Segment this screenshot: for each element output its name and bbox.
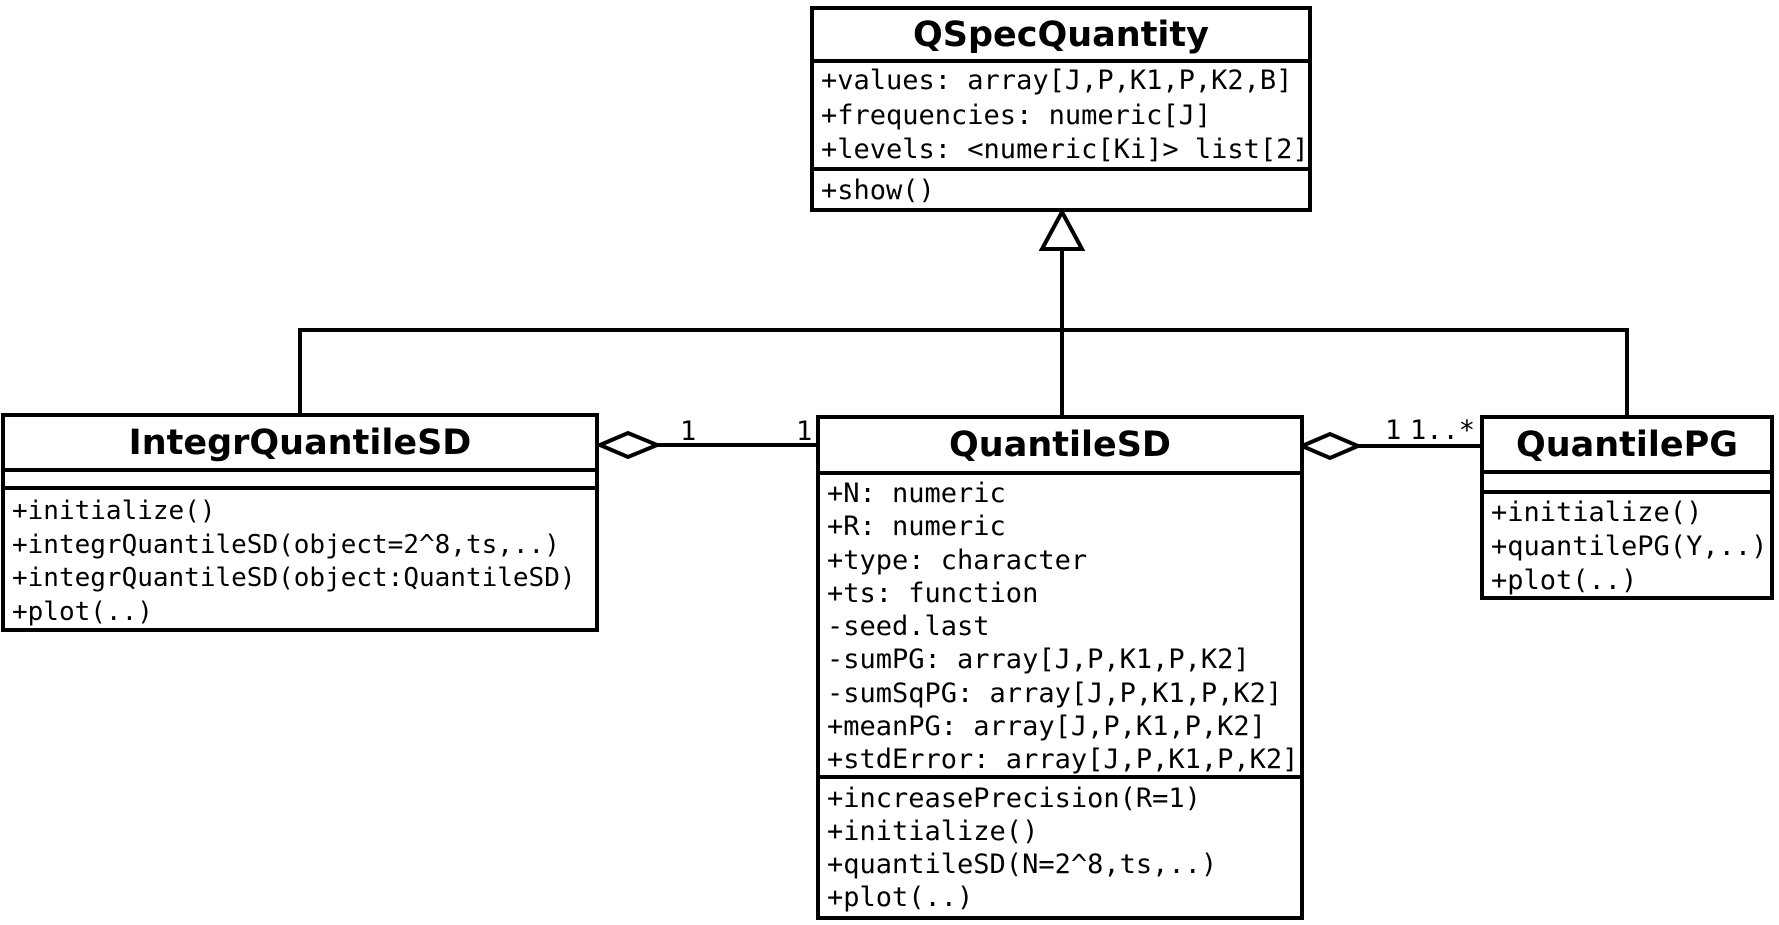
- member-row: +R: numeric: [827, 511, 1006, 543]
- member-row: +meanPG: array[J,P,K1,P,K2]: [827, 711, 1266, 743]
- member-row: +frequencies: numeric[J]: [821, 99, 1212, 131]
- methods-compartment-qspecquantity: +show(): [814, 167, 1308, 208]
- member-row: +values: array[J,P,K1,P,K2,B]: [821, 65, 1293, 96]
- member-row: +stdError: array[J,P,K1,P,K2]: [827, 744, 1299, 776]
- generalization-triangle-icon: [1038, 207, 1086, 251]
- multiplicity-label-left-part: 1: [796, 416, 813, 447]
- member-row: +integrQuantileSD(object:QuantileSD): [12, 563, 576, 593]
- class-box-quantilesd: QuantileSD +N: numeric+R: numeric+type: …: [816, 415, 1304, 920]
- member-row: +N: numeric: [827, 478, 1006, 509]
- member-row: +plot(..): [12, 596, 153, 627]
- multiplicity-label-right-whole: 1: [1385, 415, 1402, 446]
- member-row: +initialize(): [12, 496, 216, 526]
- member-row: +quantileSD(N=2^8,ts,..): [827, 849, 1218, 880]
- class-title-qspecquantity: QSpecQuantity: [913, 14, 1209, 55]
- methods-compartment-quantilepg: +initialize()+quantilePG(Y,..)+plot(..): [1484, 490, 1770, 598]
- member-row: +quantilePG(Y,..): [1491, 531, 1768, 562]
- member-row: -seed.last: [827, 611, 990, 643]
- class-title-integrquantilesd: IntegrQuantileSD: [128, 422, 472, 463]
- multiplicity-label-right-part: 1..*: [1410, 415, 1476, 446]
- member-row: -sumPG: array[J,P,K1,P,K2]: [827, 644, 1250, 676]
- member-row: +initialize(): [1491, 497, 1703, 528]
- methods-compartment-integrquantilesd: +initialize()+integrQuantileSD(object=2^…: [5, 486, 595, 629]
- member-row: +plot(..): [1491, 565, 1638, 596]
- member-row: +increasePrecision(R=1): [827, 783, 1201, 814]
- member-row: +plot(..): [827, 882, 974, 913]
- class-box-qspecquantity: QSpecQuantity +values: array[J,P,K1,P,K2…: [810, 6, 1312, 212]
- class-box-integrquantilesd: IntegrQuantileSD +initialize()+integrQua…: [1, 413, 599, 632]
- member-row: +initialize(): [827, 816, 1039, 847]
- class-title-quantilepg: QuantilePG: [1515, 424, 1739, 465]
- member-row: +integrQuantileSD(object=2^8,ts,..): [12, 529, 560, 560]
- attributes-compartment-empty-quantilepg: [1484, 470, 1770, 490]
- aggregation-diamond-left-icon: [594, 430, 663, 460]
- class-box-quantilepg: QuantilePG +initialize()+quantilePG(Y,..…: [1480, 415, 1774, 600]
- class-title-quantilesd: QuantileSD: [949, 425, 1171, 465]
- member-row: +levels: <numeric[Ki]> list[2]: [821, 134, 1309, 165]
- member-row: +ts: function: [827, 577, 1039, 609]
- member-row: +show(): [821, 175, 935, 206]
- methods-compartment-quantilesd: +increasePrecision(R=1)+initialize()+qua…: [820, 775, 1300, 916]
- aggregation-diamond-right-icon: [1296, 431, 1364, 461]
- attributes-compartment-qspecquantity: +values: array[J,P,K1,P,K2,B]+frequencie…: [814, 59, 1309, 167]
- member-row: -sumSqPG: array[J,P,K1,P,K2]: [827, 677, 1283, 709]
- attributes-compartment-quantilesd: +N: numeric+R: numeric+type: character+t…: [820, 471, 1300, 775]
- member-row: +type: character: [827, 544, 1088, 576]
- multiplicity-label-left-whole: 1: [680, 416, 697, 447]
- attributes-compartment-empty-integrquantilesd: [5, 468, 595, 486]
